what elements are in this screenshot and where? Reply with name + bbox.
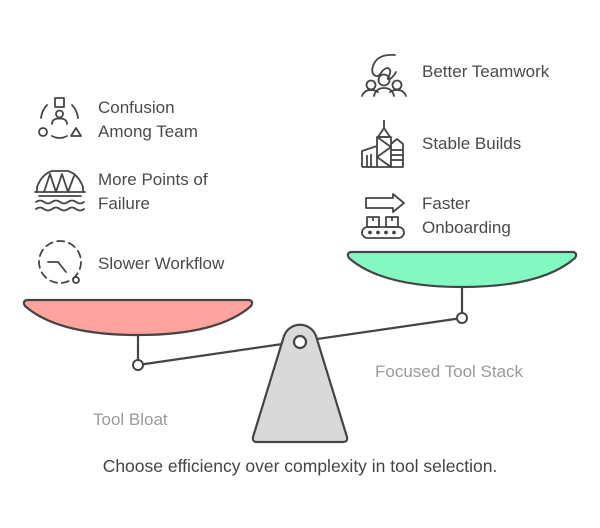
item-label-line2: Onboarding: [422, 218, 511, 237]
slow-timer-icon: [38, 240, 82, 284]
item-label-line2: Among Team: [98, 122, 198, 141]
team-confusion-icon: [38, 97, 82, 139]
teamwork-icon: [361, 53, 407, 97]
right-group-label: Focused Tool Stack: [375, 362, 524, 381]
right-item-stable-builds: Stable Builds: [422, 132, 521, 156]
bridge-icon: [34, 170, 86, 212]
item-label-line1: Faster: [422, 194, 471, 213]
item-label-line1: Stable Builds: [422, 134, 522, 153]
left-pan-hook: [132, 359, 144, 371]
item-label-line2: Failure: [98, 194, 150, 213]
fulcrum: [251, 323, 349, 444]
item-label-line1: Better Teamwork: [422, 62, 550, 81]
item-label-line1: Slower Workflow: [98, 254, 225, 273]
item-label-line1: Confusion: [98, 98, 175, 117]
left-item-confusion: Confusion Among Team: [98, 96, 198, 144]
item-label-line1: More Points of: [98, 170, 208, 189]
conveyor-icon: [361, 193, 405, 239]
right-item-onboarding: Faster Onboarding: [422, 192, 511, 240]
left-item-failure-points: More Points of Failure: [98, 168, 208, 216]
buildings-icon: [361, 120, 404, 168]
right-item-teamwork: Better Teamwork: [422, 60, 549, 84]
fulcrum-pivot: [292, 334, 308, 350]
right-pan-hook: [456, 312, 468, 324]
caption: Choose efficiency over complexity in too…: [102, 456, 498, 476]
left-item-slower-workflow: Slower Workflow: [98, 252, 224, 276]
right-pan: [346, 250, 578, 289]
left-group-label: Tool Bloat: [93, 410, 168, 429]
left-pan: [22, 298, 254, 337]
